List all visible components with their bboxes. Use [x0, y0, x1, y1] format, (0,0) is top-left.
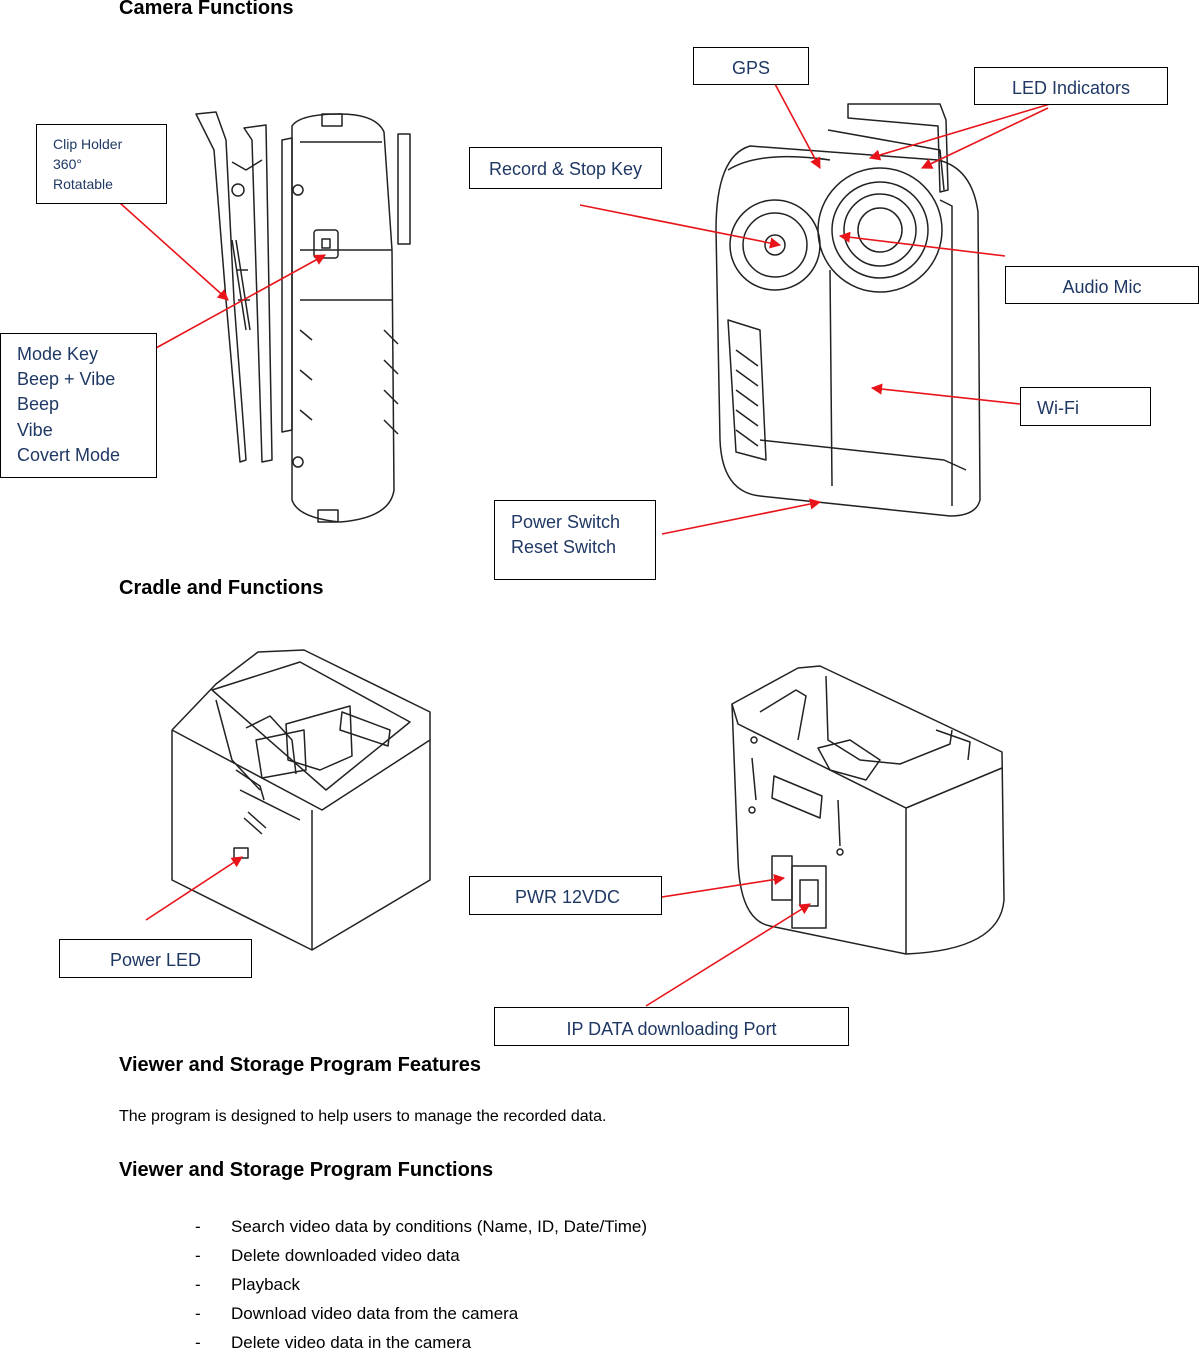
cradle-front-view [171, 649, 431, 951]
pwr-label: PWR 12VDC [515, 887, 621, 907]
program-description: The program is designed to help users to… [119, 1108, 607, 1125]
ip-port-label: IP DATA downloading Port [566, 1019, 777, 1039]
led-indicators-label: LED Indicators [1011, 78, 1131, 98]
cradle-functions-heading: Cradle and Functions [119, 577, 324, 599]
arrow-wifi [870, 383, 1021, 405]
list-dash: - [195, 1216, 201, 1236]
list-item: - Search video data by conditions (Name, … [195, 1212, 647, 1241]
list-item-text: Delete downloaded video data [231, 1245, 460, 1265]
arrow-gps [774, 83, 821, 169]
clip-holder-label: Clip Holder [53, 136, 123, 152]
arrow-mode-key [155, 254, 326, 349]
gps-callout: GPS [693, 47, 809, 85]
list-item-text: Playback [231, 1274, 300, 1294]
pwr-callout: PWR 12VDC [469, 876, 662, 915]
mode-key-label: Mode Key [17, 344, 99, 364]
list-dash: - [195, 1274, 201, 1294]
list-item: - Download video data from the camera [195, 1300, 647, 1329]
arrow-record [579, 204, 782, 249]
list-item: - Playback [195, 1270, 647, 1299]
audio-mic-callout: Audio Mic [1005, 266, 1199, 304]
ip-port-callout: IP DATA downloading Port [494, 1007, 849, 1046]
wifi-label: Wi-Fi [1037, 398, 1079, 418]
program-functions-heading: Viewer and Storage Program Functions [119, 1159, 494, 1181]
camera-side-view [195, 111, 411, 523]
power-switch-callout: Power Switch Reset Switch [494, 500, 656, 580]
clip-holder-callout: Clip Holder 360° Rotatable [36, 124, 167, 204]
arrow-audio [838, 231, 1006, 257]
list-item-text: Search video data by conditions (Name, I… [231, 1216, 648, 1236]
clip-holder-rotatable: Rotatable [53, 176, 113, 192]
gps-label: GPS [731, 58, 770, 78]
cradle-back-view [731, 665, 1005, 955]
record-stop-callout: Record & Stop Key [469, 147, 662, 189]
mode-beep: Beep [17, 394, 60, 415]
camera-functions-heading: Camera Functions [119, 0, 294, 19]
audio-mic-label: Audio Mic [1062, 277, 1142, 297]
arrow-ip-port [645, 903, 811, 1007]
mode-beep-vibe: Beep + Vibe [17, 369, 116, 390]
record-stop-label: Record & Stop Key [488, 159, 643, 179]
wifi-callout: Wi-Fi [1020, 387, 1151, 426]
list-dash: - [195, 1245, 201, 1265]
power-led-callout: Power LED [59, 939, 252, 978]
power-led-label: Power LED [109, 950, 202, 970]
list-dash: - [195, 1333, 201, 1353]
arrow-power-led [145, 856, 243, 921]
arrow-led-2 [920, 107, 1049, 169]
program-functions-list: - Search video data by conditions (Name, … [195, 1212, 647, 1358]
list-item-text: Delete video data in the camera [231, 1333, 472, 1353]
arrow-clip-holder [119, 202, 229, 301]
program-features-heading: Viewer and Storage Program Features [119, 1054, 481, 1076]
arrow-led-1 [868, 103, 1051, 161]
mode-covert: Covert Mode [17, 444, 121, 465]
arrow-power-switch [661, 498, 822, 535]
reset-switch-label: Reset Switch [511, 537, 617, 557]
mode-vibe: Vibe [17, 419, 53, 440]
list-item-text: Download video data from the camera [231, 1304, 519, 1324]
list-dash: - [195, 1304, 201, 1324]
clip-holder-rotation: 360° [53, 156, 82, 172]
camera-front-view [715, 103, 981, 517]
list-item: - Delete downloaded video data [195, 1241, 647, 1270]
led-indicators-callout: LED Indicators [974, 67, 1168, 105]
mode-key-callout: Mode Key Beep + Vibe Beep Vibe Covert Mo… [0, 333, 157, 478]
power-switch-label: Power Switch [511, 512, 621, 532]
list-item: - Delete video data in the camera [195, 1329, 647, 1358]
